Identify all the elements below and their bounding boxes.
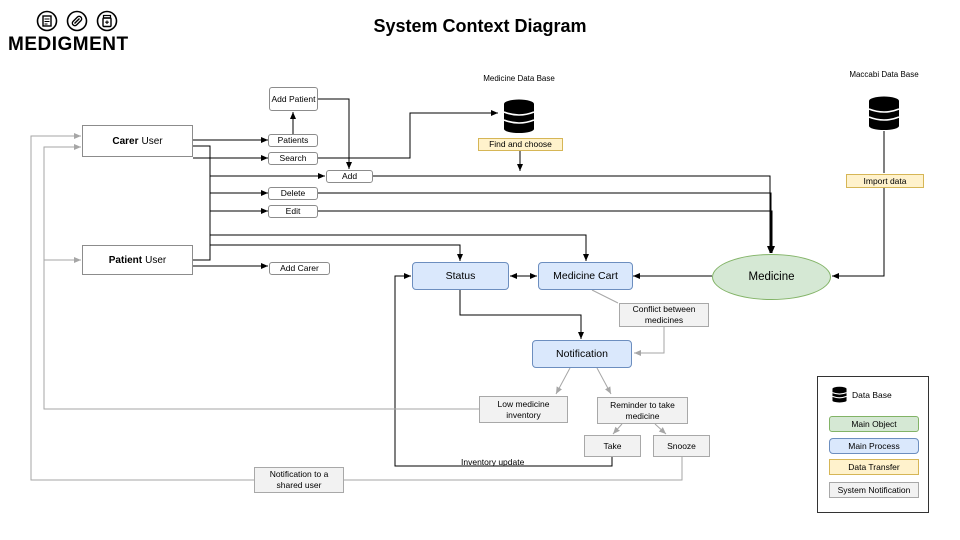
take-node: Take <box>584 435 641 457</box>
edge-low-carer <box>43 144 479 410</box>
legend-data-transfer-label: Data Transfer <box>848 462 900 472</box>
edge-add-medicine <box>373 175 773 253</box>
page-title: System Context Diagram <box>373 16 587 36</box>
edge-reminder-take <box>612 423 623 435</box>
find-choose-label: Find and choose <box>489 139 552 149</box>
find-choose-node: Find and choose <box>478 138 563 151</box>
edge-import-medicine <box>832 187 885 279</box>
low-inventory-label: Low medicine inventory <box>497 398 550 420</box>
conflict-label: Conflict between medicines <box>632 304 696 325</box>
shared-user-label: Notification to a shared user <box>269 469 329 490</box>
add-patient-label: Add Patient <box>271 93 316 104</box>
patient-user-bold: Patient <box>108 254 143 266</box>
edit-node: Edit <box>268 205 318 218</box>
reminder-node: Reminder to take medicine <box>597 397 688 424</box>
database-icon <box>503 99 535 133</box>
edge-conflict-notification <box>634 327 665 356</box>
delete-node: Delete <box>268 187 318 200</box>
legend-system-notification: System Notification <box>829 482 919 498</box>
take-label: Take <box>603 440 622 451</box>
edge-search-db <box>318 110 498 159</box>
legend-main-object: Main Object <box>829 416 919 432</box>
brand-name: MEDIGMENT <box>8 34 129 55</box>
legend-db-label: Data Base <box>852 390 892 400</box>
database-icon <box>868 96 900 130</box>
shared-user-node: Notification to a shared user <box>254 467 344 493</box>
legend-main-process-label: Main Process <box>848 441 900 451</box>
pill-icon <box>66 10 88 32</box>
add-patient-node: Add Patient <box>269 87 318 111</box>
reminder-label: Reminder to take medicine <box>610 399 675 421</box>
edge-delete-medicine <box>318 192 774 253</box>
edge-trunk-cart <box>210 234 589 261</box>
search-label: Search <box>279 153 307 163</box>
edge-status-notification <box>459 290 584 339</box>
edge-trunk-status <box>210 244 463 261</box>
carer-user-rest: User <box>141 135 163 147</box>
patient-user-rest: User <box>145 254 167 266</box>
status-label: Status <box>445 269 476 282</box>
edge-addpatient-add <box>318 98 352 169</box>
add-carer-label: Add Carer <box>280 263 319 273</box>
status-node: Status <box>412 262 509 290</box>
import-data-node: Import data <box>846 174 924 188</box>
medicine-cart-label: Medicine Cart <box>553 269 618 282</box>
edge-take-status <box>394 273 613 467</box>
snooze-label: Snooze <box>667 440 696 451</box>
maccabi-db-label: Maccabi Data Base <box>849 70 919 79</box>
add-carer-node: Add Carer <box>269 262 330 275</box>
notification-node: Notification <box>532 340 632 368</box>
edge-carer-trunk <box>193 145 211 261</box>
delete-label: Delete <box>280 188 306 198</box>
prescription-icon <box>36 10 58 32</box>
jar-icon <box>96 10 118 32</box>
snooze-node: Snooze <box>653 435 710 457</box>
legend-system-notification-label: System Notification <box>837 485 911 495</box>
low-inventory-node: Low medicine inventory <box>479 396 568 423</box>
medicine-node: Medicine <box>712 254 831 300</box>
legend-main-process: Main Process <box>829 438 919 454</box>
patients-node: Patients <box>268 134 318 147</box>
medicine-cart-node: Medicine Cart <box>538 262 633 290</box>
edge-notification-low <box>555 367 571 395</box>
edge-reminder-snooze <box>654 423 667 435</box>
add-node: Add <box>326 170 373 183</box>
import-data-label: Import data <box>863 175 907 186</box>
database-icon <box>832 386 847 403</box>
inventory-update-label: Inventory update <box>461 457 525 467</box>
edge-notification-reminder <box>596 367 612 395</box>
patients-label: Patients <box>277 135 309 145</box>
edge-cart-conflict <box>591 289 619 304</box>
legend-main-object-label: Main Object <box>851 419 897 429</box>
legend-data-transfer: Data Transfer <box>829 459 919 475</box>
search-node: Search <box>268 152 318 165</box>
edge-edit-medicine <box>318 210 775 253</box>
brand-logo: MEDIGMENT <box>8 10 143 56</box>
carer-user-bold: Carer <box>112 135 139 147</box>
legend: Data Base Main Object Main Process Data … <box>817 376 929 513</box>
medicine-label: Medicine <box>748 270 795 283</box>
add-label: Add <box>341 171 358 181</box>
medicine-db-label: Medicine Data Base <box>483 74 555 83</box>
conflict-node: Conflict between medicines <box>619 303 709 327</box>
edge-shared-user <box>30 133 683 481</box>
edit-label: Edit <box>285 206 301 216</box>
notification-label: Notification <box>556 347 608 360</box>
